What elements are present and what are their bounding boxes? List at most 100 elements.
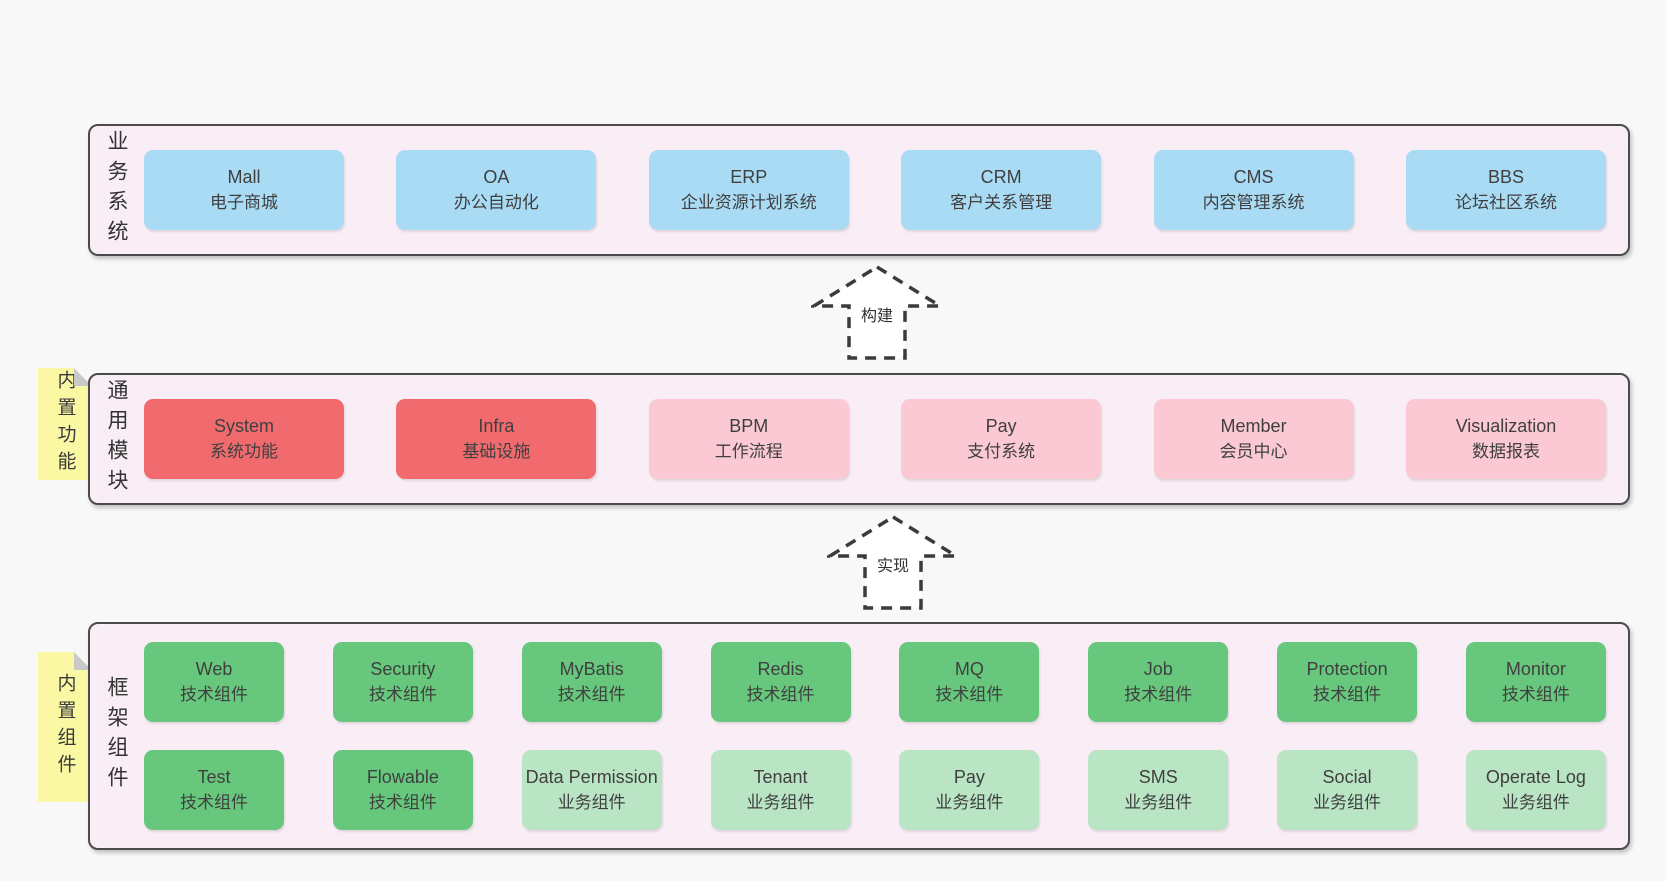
node-protection: Protection 技术组件: [1277, 642, 1418, 722]
node-sms: SMS 业务组件: [1088, 750, 1229, 830]
node-mq: MQ 技术组件: [899, 642, 1040, 722]
node-subtitle: 业务组件: [1124, 793, 1193, 812]
node-bpm: BPM 工作流程: [648, 399, 849, 479]
node-subtitle: 技术组件: [180, 793, 248, 812]
section-label-framework-components: 框架组件: [105, 676, 128, 796]
node-title: Pay: [953, 767, 985, 787]
section-label-common-modules: 通用模块: [105, 379, 128, 499]
node-title: Web: [195, 659, 233, 679]
section-common-modules: 通用模块 System 系统功能 Infra 基础设施 BPM 工作流程 Pay…: [88, 373, 1630, 505]
node-subtitle: 技术组件: [557, 685, 626, 704]
node-title: Flowable: [366, 767, 439, 787]
node-subtitle: 办公自动化: [453, 193, 539, 212]
section-label-business-systems: 业务系统: [105, 130, 128, 250]
node-title: ERP: [730, 167, 768, 187]
section-framework-components: 框架组件 Web 技术组件 Security 技术组件 MyBatis 技术组件…: [88, 622, 1630, 850]
node-subtitle: 内容管理系统: [1202, 193, 1305, 212]
node-member: Member 会员中心: [1153, 399, 1354, 479]
node-tenant: Tenant 业务组件: [710, 750, 851, 830]
arrow-implement-label: 实现: [873, 551, 913, 577]
node-pay: Pay 支付系统: [901, 399, 1102, 479]
node-redis: Redis 技术组件: [710, 642, 851, 722]
node-test: Test 技术组件: [144, 750, 284, 830]
node-title: Security: [370, 659, 436, 679]
node-data-permission: Data Permission 业务组件: [521, 750, 662, 830]
node-title: CRM: [980, 167, 1022, 187]
node-title: Test: [197, 767, 231, 787]
node-title: Tenant: [753, 767, 808, 787]
node-mall: Mall 电子商城: [144, 150, 344, 230]
node-monitor: Monitor 技术组件: [1465, 642, 1606, 722]
node-title: Infra: [478, 416, 515, 436]
node-subtitle: 工作流程: [714, 442, 783, 461]
framework-rows: Web 技术组件 Security 技术组件 MyBatis 技术组件 Redi…: [142, 624, 1628, 848]
node-subtitle: 基础设施: [462, 442, 531, 461]
node-operate-log: Operate Log 业务组件: [1465, 750, 1606, 830]
node-title: Member: [1220, 416, 1287, 436]
framework-row-2: Test 技术组件 Flowable 技术组件 Data Permission …: [144, 750, 1606, 830]
node-title: Job: [1143, 659, 1173, 679]
node-flowable: Flowable 技术组件: [332, 750, 473, 830]
node-cms: CMS 内容管理系统: [1153, 150, 1354, 230]
node-title: CMS: [1233, 167, 1274, 187]
node-title: System: [213, 416, 274, 436]
node-title: Protection: [1306, 659, 1388, 679]
node-subtitle: 数据报表: [1471, 442, 1540, 461]
node-title: Pay: [985, 416, 1017, 436]
node-mybatis: MyBatis 技术组件: [521, 642, 662, 722]
node-subtitle: 企业资源计划系统: [680, 193, 817, 212]
node-subtitle: 业务组件: [935, 793, 1004, 812]
node-title: Social: [1322, 767, 1372, 787]
arrow-build-label: 构建: [857, 301, 897, 327]
node-subtitle: 业务组件: [746, 793, 815, 812]
folded-corner-icon: [74, 652, 92, 670]
node-subtitle: 论坛社区系统: [1454, 193, 1557, 212]
node-subtitle: 系统功能: [210, 442, 278, 461]
node-subtitle: 技术组件: [368, 793, 437, 812]
node-pay-component: Pay 业务组件: [899, 750, 1040, 830]
node-title: Redis: [757, 659, 804, 679]
node-system: System 系统功能: [144, 399, 344, 479]
arrow-build: 构建: [811, 264, 943, 361]
node-bbs: BBS 论坛社区系统: [1405, 150, 1606, 230]
node-erp: ERP 企业资源计划系统: [648, 150, 849, 230]
node-subtitle: 技术组件: [746, 685, 815, 704]
node-social: Social 业务组件: [1277, 750, 1418, 830]
sticky-built-in-features: 内置功能: [38, 368, 92, 480]
node-title: MyBatis: [559, 659, 624, 679]
business-boxes-row: Mall 电子商城 OA 办公自动化 ERP 企业资源计划系统 CRM 客户关系…: [142, 126, 1628, 254]
sticky-label: 内置组件: [54, 673, 76, 781]
node-subtitle: 业务组件: [1501, 793, 1570, 812]
arrow-implement: 实现: [827, 514, 959, 611]
sticky-label: 内置功能: [54, 370, 76, 478]
node-subtitle: 技术组件: [1501, 685, 1570, 704]
node-title: Operate Log: [1485, 767, 1586, 787]
node-subtitle: 技术组件: [935, 685, 1004, 704]
node-title: MQ: [954, 659, 984, 679]
node-subtitle: 会员中心: [1219, 442, 1288, 461]
node-subtitle: 业务组件: [1313, 793, 1382, 812]
node-title: Monitor: [1505, 659, 1566, 679]
node-subtitle: 支付系统: [967, 442, 1036, 461]
section-business-systems: 业务系统 Mall 电子商城 OA 办公自动化 ERP 企业资源计划系统 CRM…: [88, 124, 1630, 256]
node-job: Job 技术组件: [1088, 642, 1229, 722]
node-title: BBS: [1487, 167, 1524, 187]
node-title: SMS: [1138, 767, 1178, 787]
framework-row-1: Web 技术组件 Security 技术组件 MyBatis 技术组件 Redi…: [144, 642, 1606, 722]
node-security: Security 技术组件: [332, 642, 473, 722]
node-subtitle: 电子商城: [210, 193, 278, 212]
node-title: Visualization: [1455, 416, 1557, 436]
node-subtitle: 技术组件: [1124, 685, 1193, 704]
folded-corner-icon: [74, 368, 92, 386]
node-subtitle: 技术组件: [368, 685, 437, 704]
node-subtitle: 客户关系管理: [950, 193, 1053, 212]
node-title: Mall: [227, 167, 261, 187]
node-web: Web 技术组件: [144, 642, 284, 722]
node-subtitle: 业务组件: [557, 793, 626, 812]
node-subtitle: 技术组件: [1313, 685, 1382, 704]
sticky-built-in-components: 内置组件: [38, 652, 92, 802]
node-subtitle: 技术组件: [180, 685, 248, 704]
node-title: OA: [483, 167, 510, 187]
node-visualization: Visualization 数据报表: [1405, 399, 1606, 479]
node-infra: Infra 基础设施: [396, 399, 597, 479]
